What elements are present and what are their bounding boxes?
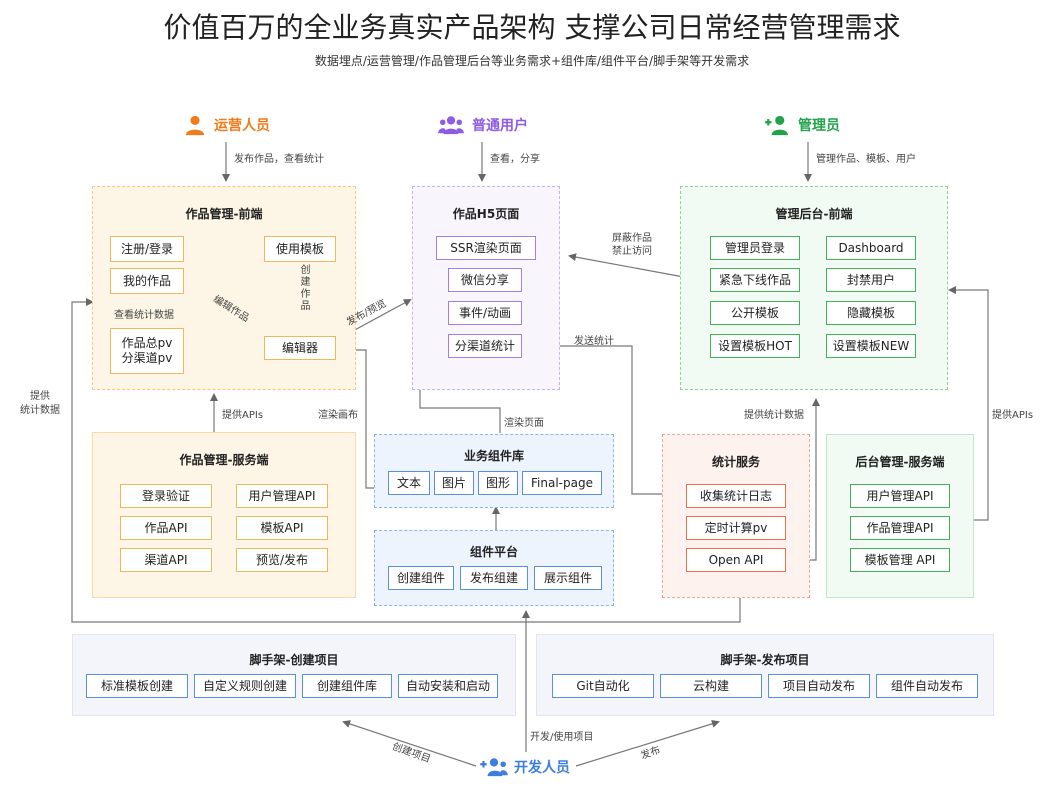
label-provide-apis: 提供APIs [222,410,264,421]
box-ban-user: 封禁用户 [826,268,916,292]
box-template-api: 模板API [236,516,328,540]
box-public-template: 公开模板 [710,301,800,325]
label-ops-edge: 发布作品，查看统计 [234,154,324,165]
edge-dev-to-create [342,720,477,767]
box-login-verify: 登录验证 [120,484,212,508]
panel-title: 作品管理-前端 [185,207,263,221]
group-add-icon [480,758,508,777]
edge-admin-block-to-h5 [568,253,701,281]
box-open-api: Open API [686,548,786,572]
edge-h5-to-stats [520,345,680,498]
box-my-works: 我的作品 [110,268,184,294]
panel-title: 作品管理-服务端 [179,453,269,467]
box-cloud-build: 云构建 [660,674,762,698]
actor-user-label: 普通用户 [472,118,528,134]
box-compute-pv: 定时计算pv [686,516,786,540]
box-register-login: 注册/登录 [110,236,184,262]
label-block-work: 屏蔽作品 禁止访问 [612,233,652,257]
panel-work-backend: 作品管理-服务端 [92,432,356,598]
panel-title: 作品H5页面 [452,207,520,221]
label-dev-use: 开发/使用项目 [530,732,594,743]
person-icon [185,115,205,136]
box-show-component: 展示组件 [534,566,602,590]
box-dashboard: Dashboard [826,236,916,260]
box-work-api: 作品API [120,516,212,540]
box-ssr-render: SSR渲染页面 [436,236,536,260]
box-offline-work: 紧急下线作品 [710,268,800,292]
box-git-auto: Git自动化 [552,674,654,698]
label-provide-apis-right: 提供APIs [992,410,1034,421]
box-admin-login: 管理员登录 [710,236,800,260]
box-create-lib: 创建组件库 [302,674,392,698]
edge-openapi-to-frontend [71,298,741,623]
box-text: 文本 [388,471,430,495]
actor-user: 普通用户 [438,114,528,136]
box-standard-template: 标准模板创建 [86,674,188,698]
box-editor: 编辑器 [264,336,336,360]
edge-lib-to-editor [346,346,374,489]
box-final-page: Final-page [522,471,602,495]
box-set-hot: 设置模板HOT [710,334,800,358]
box-shape: 图形 [478,471,518,495]
label-user-edge: 查看，分享 [490,154,540,165]
box-collect-logs: 收集统计日志 [686,484,786,508]
group-icon [438,116,464,135]
actor-admin-label: 管理员 [798,118,840,134]
box-create-component: 创建组件 [388,566,454,590]
edge-dev-to-publish [575,719,720,767]
panel-title: 统计服务 [711,455,760,469]
box-preview-publish: 预览/发布 [236,548,328,572]
box-publish-component: 发布组建 [460,566,528,590]
box-user-api: 用户管理API [236,484,328,508]
panel-title: 业务组件库 [463,449,524,463]
box-hide-template: 隐藏模板 [826,301,916,325]
box-auto-publish-component: 组件自动发布 [876,674,978,698]
actor-admin: 管理员 [764,114,840,136]
box-admin-user-api: 用户管理API [850,484,950,508]
person-add-icon [765,115,788,136]
actor-dev: 开发人员 [480,756,570,778]
page-title: 价值百万的全业务真实产品架构 支撑公司日常经营管理需求 [163,11,901,44]
box-auto-install: 自动安装和启动 [398,674,498,698]
box-custom-rule: 自定义规则创建 [194,674,296,698]
box-wechat-share: 微信分享 [448,268,522,292]
label-create-work: 创建作品 [298,264,309,312]
label-view-stats: 查看统计数据 [114,310,174,321]
box-set-new: 设置模板NEW [826,334,916,358]
panel-title: 组件平台 [469,545,518,559]
label-render-page: 渲染页面 [504,418,544,429]
panel-title: 后台管理-服务端 [855,455,945,469]
actor-ops: 运营人员 [184,114,270,136]
box-use-template: 使用模板 [264,236,336,262]
label-send-stats: 发送统计 [574,336,614,347]
label-render-canvas: 渲染画布 [318,410,358,421]
actor-dev-label: 开发人员 [514,760,570,776]
label-admin-edge: 管理作品、模板、用户 [816,154,916,165]
actor-ops-label: 运营人员 [214,118,270,134]
page-subtitle: 数据埋点/运营管理/作品管理后台等业务需求+组件库/组件平台/脚手架等开发需求 [314,54,750,68]
box-image: 图片 [434,471,474,495]
box-admin-work-api: 作品管理API [850,516,950,540]
box-channel-api: 渠道API [120,548,212,572]
box-channel-stats: 分渠道统计 [448,334,522,358]
panel-title: 管理后台-前端 [775,207,853,221]
box-event-animation: 事件/动画 [448,301,522,325]
box-pv-stats: 作品总pv 分渠道pv [110,328,184,374]
label-provide-stats-right: 提供统计数据 [744,410,804,421]
panel-title: 脚手架-创建项目 [249,653,339,667]
box-auto-publish-project: 项目自动发布 [768,674,870,698]
label-provide-stats-left: 提供 统计数据 [20,391,60,416]
panel-title: 脚手架-发布项目 [720,653,810,667]
box-admin-template-api: 模板管理 API [850,548,950,572]
